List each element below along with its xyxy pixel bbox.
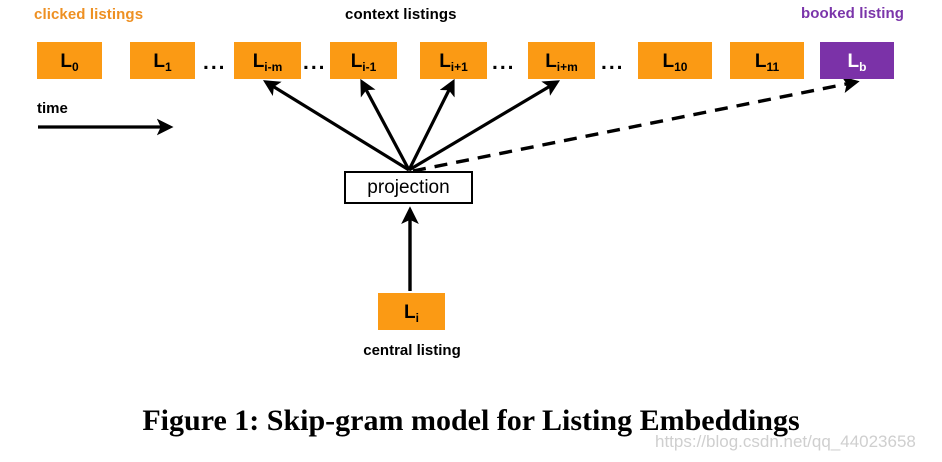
listing-box-label: L0 [60,51,79,74]
arrow-projection-to-l-i-plus-1 [407,78,455,171]
figure-caption: Figure 1: Skip-gram model for Listing Em… [142,404,800,437]
listing-box-label: Li-m [252,51,283,74]
time-axis-label: time [37,100,68,117]
central-listing-box[interactable]: Li [378,293,445,330]
listing-box-label: L10 [662,51,688,74]
arrow-projection-to-l-i-minus-m [263,80,410,172]
ellipsis-separator-4: ... [601,51,625,74]
listing-box-l1[interactable]: L1 [130,42,195,79]
central-listing-label: central listing [363,342,461,359]
listing-box-l11[interactable]: L11 [730,42,804,79]
arrow-projection-to-l-i-plus-m [408,80,561,172]
listing-box-label: L1 [153,51,172,74]
booked-listing-label: booked listing [801,5,905,22]
listing-box-label: Li-1 [350,51,377,74]
listing-box-label: Li+m [545,51,578,74]
listing-box-label: L11 [754,51,780,74]
listing-box-l-i-minus-m[interactable]: Li-m [234,42,301,79]
context-listings-label: context listings [345,6,457,23]
listing-box-lb-booked[interactable]: Lb [820,42,894,79]
clicked-listings-label: clicked listings [34,6,144,23]
listing-box-l-i-plus-m[interactable]: Li+m [528,42,595,79]
listing-box-l-i-minus-1[interactable]: Li-1 [330,42,397,79]
ellipsis-separator-3: ... [492,51,516,74]
projection-label: projection [367,177,450,198]
projection-box[interactable]: projection [344,171,473,204]
dashed-arrow-projection-to-booked-listing [412,76,860,173]
listing-box-l-i-plus-1[interactable]: Li+1 [420,42,487,79]
listing-box-l10[interactable]: L10 [638,42,712,79]
central-listing-box-label: Li [404,302,419,325]
arrow-projection-to-l-i-minus-1 [360,78,411,171]
listing-box-l0[interactable]: L0 [37,42,102,79]
listing-box-label: Li+1 [439,51,468,74]
ellipsis-separator-1: ... [203,51,227,74]
ellipsis-separator-2: ... [303,51,327,74]
listing-box-label: Lb [847,51,867,74]
